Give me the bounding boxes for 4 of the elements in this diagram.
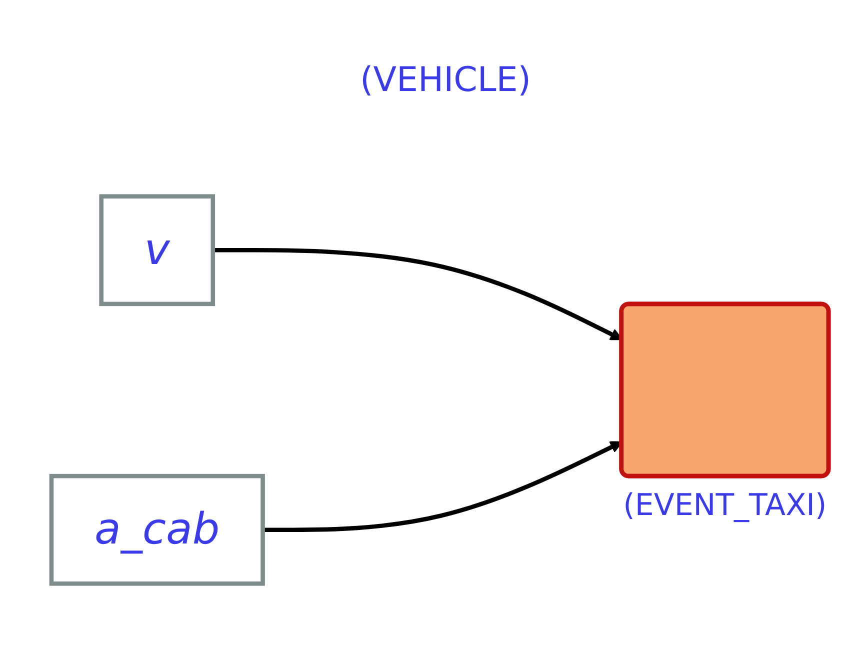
node-box: a_cab [49, 474, 265, 586]
type-label: (VEHICLE) [360, 60, 532, 100]
node-box: v [99, 194, 216, 306]
type-label: (EVENT_TAXI) [622, 488, 828, 524]
